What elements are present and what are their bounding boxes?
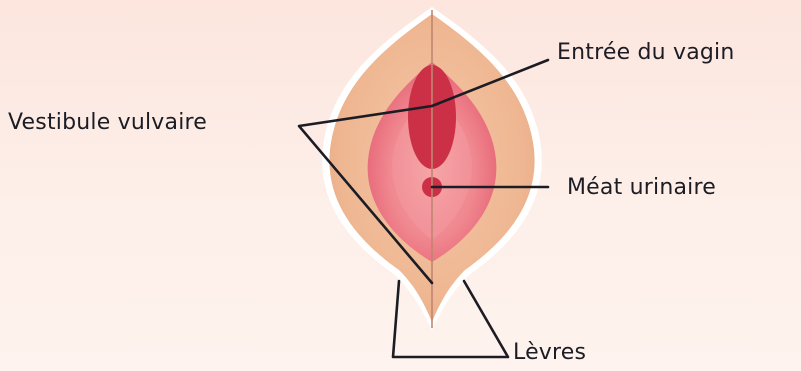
label-entree-du-vagin: Entrée du vagin: [557, 40, 735, 65]
label-vestibule-vulvaire: Vestibule vulvaire: [8, 110, 207, 135]
label-meat-urinaire: Méat urinaire: [567, 175, 716, 200]
label-levres: Lèvres: [513, 340, 586, 365]
